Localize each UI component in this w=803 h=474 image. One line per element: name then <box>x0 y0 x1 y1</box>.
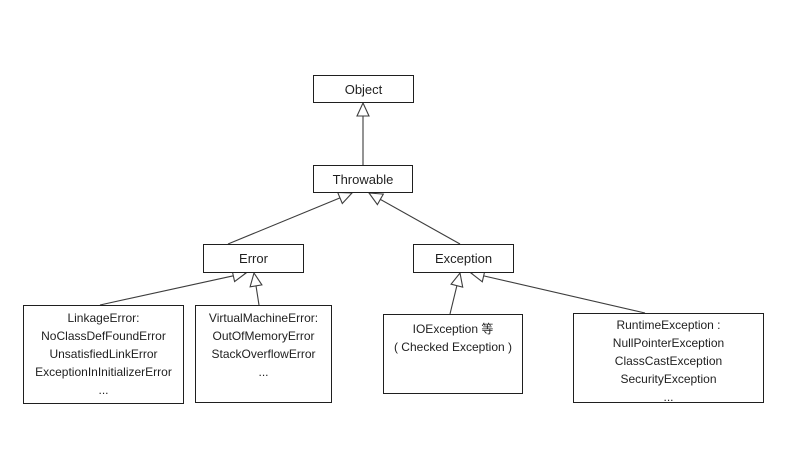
edge-io_group-to-exception <box>449 271 464 315</box>
node-exception: Exception <box>413 244 514 273</box>
inheritance-line <box>380 198 461 245</box>
edge-runtime_group-to-exception <box>469 269 646 314</box>
node-throwable-label: Throwable <box>332 171 394 187</box>
generalization-arrowhead-icon <box>367 192 385 206</box>
generalization-arrowhead-icon <box>249 271 263 288</box>
generalization-arrowhead-icon <box>450 271 464 288</box>
edge-error-to-throwable <box>227 191 354 245</box>
node-throwable: Throwable <box>313 165 413 193</box>
generalization-arrowhead-icon <box>356 101 370 117</box>
inheritance-line <box>99 275 234 306</box>
edge-vm_group-to-error <box>249 271 263 306</box>
node-error-label: Error <box>239 251 268 266</box>
edge-exception-to-throwable <box>367 192 461 245</box>
edge-linkage_group-to-error <box>99 269 248 306</box>
inheritance-line <box>227 197 341 245</box>
node-object: Object <box>313 75 414 103</box>
node-exception-label: Exception <box>434 251 493 266</box>
node-virtual-machine-error-group: VirtualMachineError: OutOfMemoryError St… <box>195 305 332 403</box>
edge-throwable-to-object <box>356 101 370 165</box>
node-linkage-error-group: LinkageError: NoClassDefFoundError Unsat… <box>23 305 184 404</box>
generalization-arrowhead-icon <box>336 191 354 205</box>
node-runtime-exception-group: RuntimeException : NullPointerException … <box>573 313 764 403</box>
inheritance-line <box>255 285 260 306</box>
inheritance-line <box>483 275 646 314</box>
node-object-label: Object <box>344 81 383 97</box>
inheritance-line <box>449 285 458 315</box>
node-io-exception-group: IOException 等 ( Checked Exception ) <box>383 314 523 394</box>
node-error: Error <box>203 244 304 273</box>
